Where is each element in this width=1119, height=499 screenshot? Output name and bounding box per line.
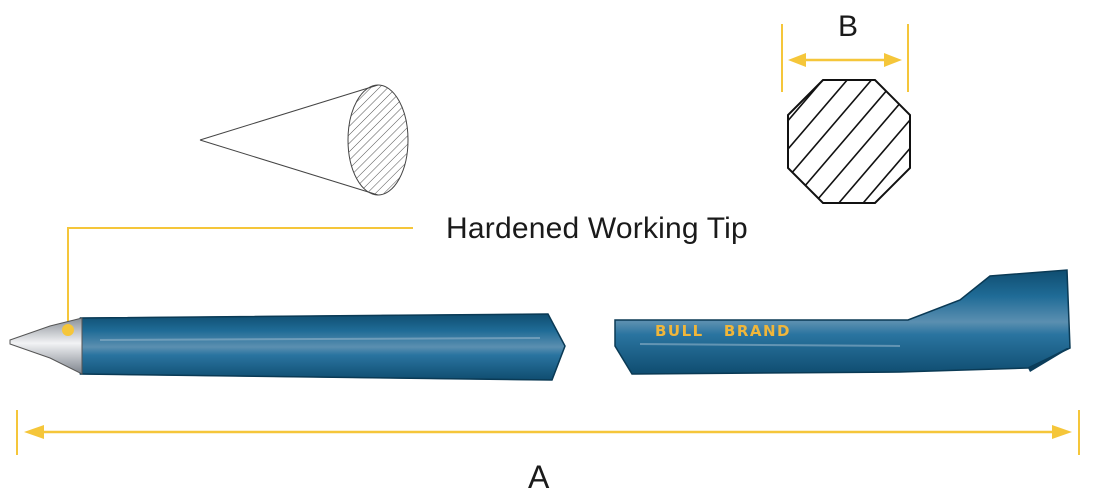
chisel-left-segment [9, 313, 566, 381]
chisel-right-segment [614, 269, 1071, 375]
dimension-label-b: B [838, 10, 859, 43]
arrow-left-icon [24, 425, 44, 439]
tip-leader-line [67, 227, 413, 330]
arrow-right-icon [1052, 425, 1072, 439]
brand-marking: BULL BRAND [655, 322, 791, 340]
dimension-b [781, 24, 909, 92]
cone-diagram-icon [199, 84, 409, 196]
dimension-label-a: A [528, 459, 550, 495]
tip-callout-label: Hardened Working Tip [446, 212, 748, 245]
dimension-a [16, 410, 1080, 455]
arrow-left-icon [788, 53, 806, 67]
arrow-right-icon [884, 53, 902, 67]
octagon-cross-section-icon [787, 79, 911, 204]
